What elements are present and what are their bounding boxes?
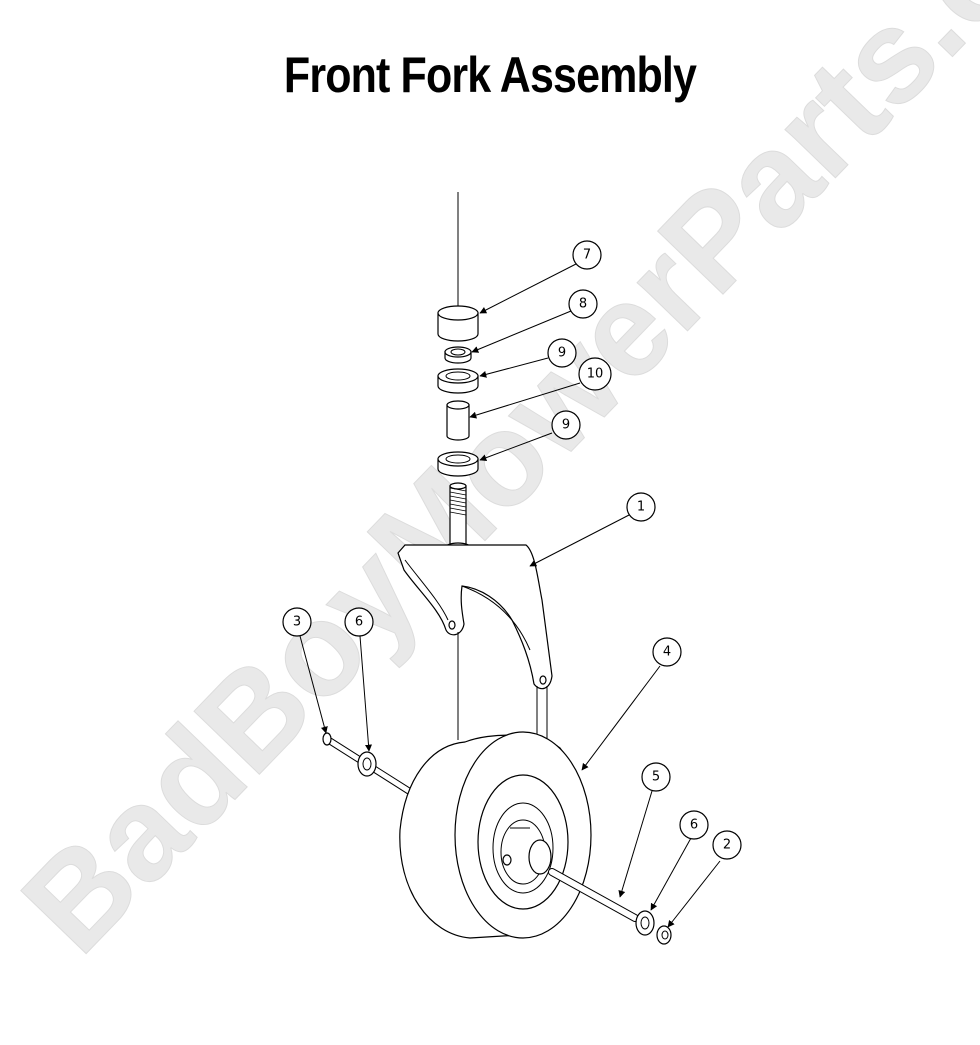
leader-10 xyxy=(469,382,581,419)
right-spacer-washer-part xyxy=(635,910,655,936)
leader-9a xyxy=(479,357,549,378)
seal-part xyxy=(444,346,472,364)
wheel-tire-part xyxy=(399,731,592,939)
svg-text:7: 7 xyxy=(583,248,591,263)
callout-8: 8 xyxy=(568,289,598,319)
callout-10: 10 xyxy=(578,357,612,391)
left-spacer-washer-part xyxy=(357,751,377,777)
callout-2: 2 xyxy=(712,830,742,860)
callout-1: 1 xyxy=(626,492,656,522)
spacer-part xyxy=(446,400,470,441)
svg-text:6: 6 xyxy=(355,615,363,630)
leader-2 xyxy=(667,860,721,928)
leader-3 xyxy=(299,635,328,734)
leader-4 xyxy=(581,665,661,771)
leader-1 xyxy=(529,513,632,567)
callout-9: 9 xyxy=(551,410,581,440)
callout-4: 4 xyxy=(652,637,682,667)
callout-9: 9 xyxy=(547,338,577,368)
leader-9b xyxy=(479,432,553,462)
svg-text:10: 10 xyxy=(587,367,604,382)
callout-5: 5 xyxy=(641,762,671,792)
pivot-cap-part xyxy=(437,305,479,342)
leader-7 xyxy=(479,263,577,314)
svg-text:8: 8 xyxy=(579,297,587,312)
page-title: Front Fork Assembly xyxy=(283,47,697,103)
callout-3: 3 xyxy=(282,607,312,637)
svg-text:4: 4 xyxy=(663,645,671,660)
svg-text:2: 2 xyxy=(723,838,731,853)
svg-text:6: 6 xyxy=(690,818,698,833)
axle-sleeve-part xyxy=(548,868,639,922)
leader-5 xyxy=(618,790,653,898)
leader-6a xyxy=(359,635,372,752)
upper-bearing-part xyxy=(437,368,479,394)
lock-nut-part xyxy=(656,925,672,945)
svg-text:3: 3 xyxy=(293,615,301,630)
leader-8 xyxy=(471,310,572,353)
lower-bearing-part xyxy=(437,451,479,477)
svg-text:5: 5 xyxy=(652,770,660,785)
svg-text:9: 9 xyxy=(562,418,570,433)
callout-7: 7 xyxy=(572,240,602,270)
svg-text:1: 1 xyxy=(637,500,645,515)
callout-6: 6 xyxy=(344,607,374,637)
svg-text:9: 9 xyxy=(558,346,566,361)
leader-6b xyxy=(650,837,692,911)
callout-6: 6 xyxy=(679,810,709,840)
